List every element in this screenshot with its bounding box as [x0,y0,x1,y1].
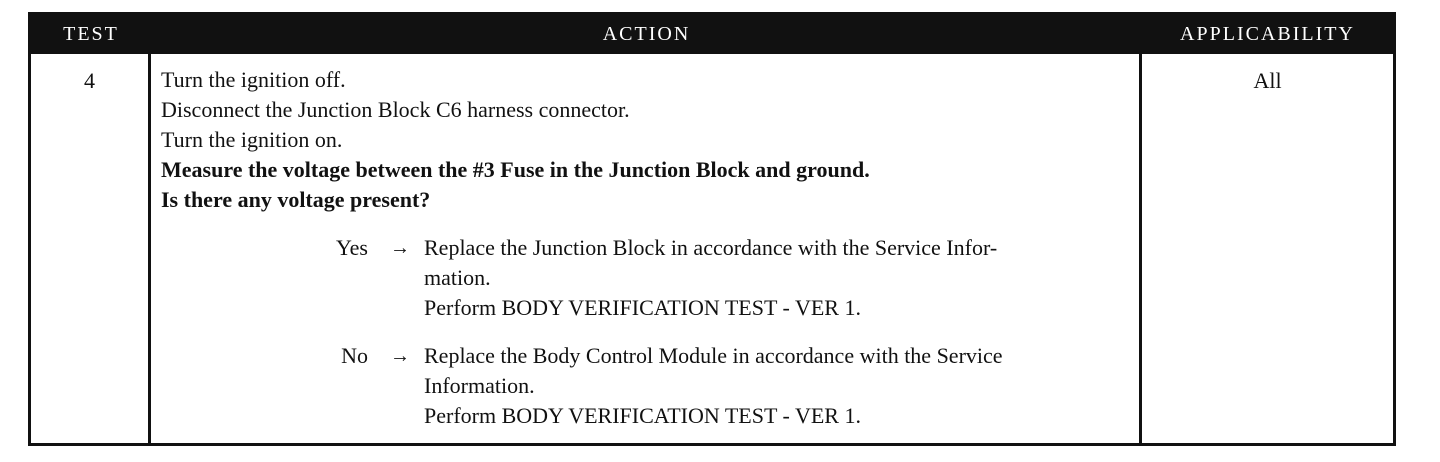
step-4: Measure the voltage between the #3 Fuse … [161,157,870,182]
right-arrow-icon: → [390,345,410,367]
outcome-yes-line-2: mation. [424,265,491,290]
right-arrow-icon: → [390,237,410,259]
outcome-no-label: No [341,343,368,368]
diagnostic-table: TEST ACTION APPLICABILITY 4 Turn the ign… [28,12,1396,446]
test-number: 4 [31,54,151,443]
outcome-no-line-1: Replace the Body Control Module in accor… [424,343,1003,368]
outcome-yes-label: Yes [335,235,368,260]
table-row: 4 Turn the ignition off. Disconnect the … [31,54,1393,443]
outcome-yes-line-1: Replace the Junction Block in accordance… [424,235,998,260]
outcome-no-text: Replace the Body Control Module in accor… [424,341,1139,431]
outcome-yes-text: Replace the Junction Block in accordance… [424,233,1139,323]
outcome-no-line-2: Information. [424,373,535,398]
outcome-yes: Yes → Replace the Junction Block in acco… [161,233,1139,323]
applicability-value: All [1253,68,1282,93]
outcome-no: No → Replace the Body Control Module in … [161,341,1139,431]
step-3: Turn the ignition on. [161,127,343,152]
outcome-yes-line-3: Perform BODY VERIFICATION TEST - VER 1. [424,295,861,320]
outcome-no-line-3: Perform BODY VERIFICATION TEST - VER 1. [424,403,861,428]
step-2: Disconnect the Junction Block C6 harness… [161,97,630,122]
table-header: TEST ACTION APPLICABILITY [31,15,1393,54]
header-test: TEST [63,23,119,45]
header-applicability: APPLICABILITY [1180,23,1355,45]
action-cell: Turn the ignition off. Disconnect the Ju… [151,54,1142,443]
step-5: Is there any voltage present? [161,187,431,212]
header-action: ACTION [602,23,691,45]
step-1: Turn the ignition off. [161,67,346,92]
